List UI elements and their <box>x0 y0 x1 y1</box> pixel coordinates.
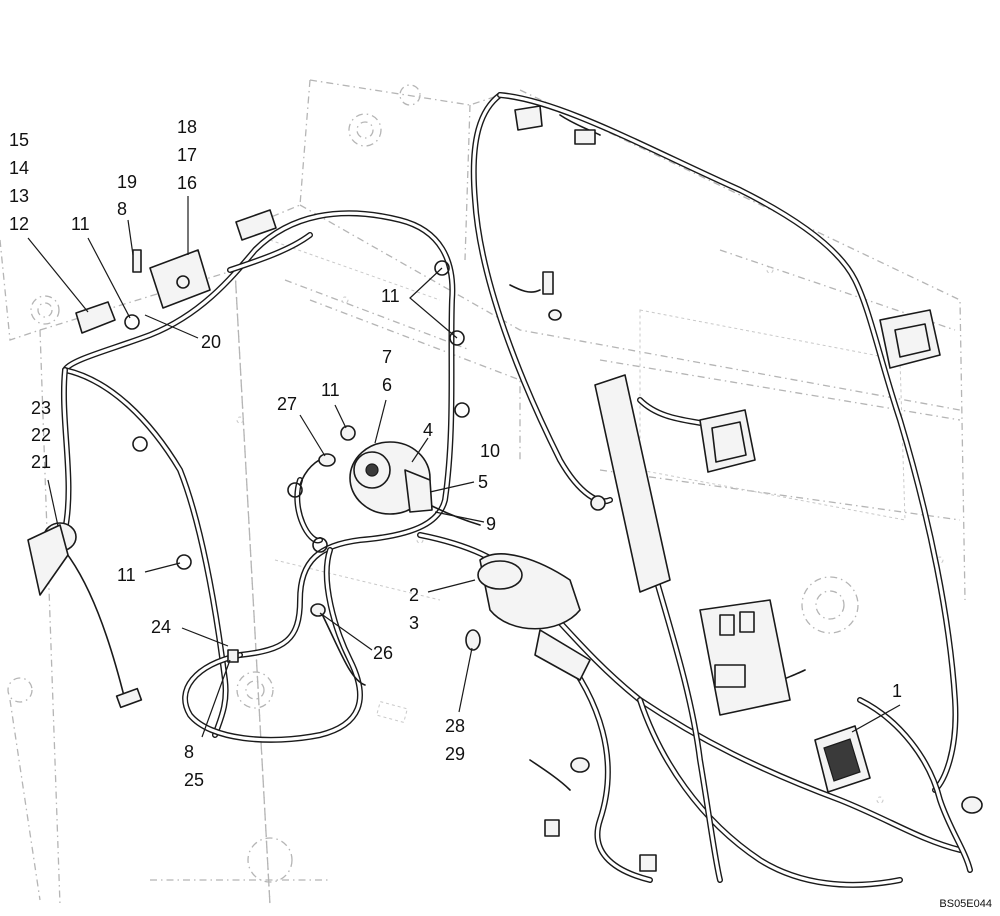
tie <box>124 314 140 330</box>
cab-connector <box>574 129 596 145</box>
callout-17: 17 <box>177 145 198 165</box>
callout-19: 19 <box>117 172 138 192</box>
cab-switch <box>542 271 554 295</box>
tie <box>176 554 192 570</box>
alternator-terminal <box>404 469 433 513</box>
bolt-19 <box>132 249 142 273</box>
ground-28 <box>465 629 481 651</box>
callout-7: 7 <box>382 347 393 367</box>
callout-22: 22 <box>31 425 52 445</box>
fuse-block <box>714 664 746 688</box>
callout-13: 13 <box>9 186 30 206</box>
mounting-bracket <box>27 524 69 596</box>
relay-a <box>719 614 735 636</box>
figure-id: BS05E044 <box>939 898 992 910</box>
rear-light <box>235 209 277 241</box>
callout-26: 26 <box>373 643 394 663</box>
harness-plug-b <box>639 854 657 872</box>
dome-light <box>514 105 543 131</box>
callout-23: 23 <box>31 398 52 418</box>
horn <box>590 495 606 511</box>
callout-11-left-light: 11 <box>71 214 90 234</box>
callout-4: 4 <box>423 420 434 440</box>
relay-b <box>739 611 755 633</box>
tie <box>434 260 450 276</box>
end-connector <box>115 687 143 709</box>
callout-18: 18 <box>177 117 198 137</box>
callout-12: 12 <box>9 214 30 234</box>
sensor-27 <box>318 453 336 467</box>
callout-11-harness-ties: 11 <box>381 286 400 306</box>
callout-8-lower: 8 <box>184 742 195 762</box>
callout-6: 6 <box>382 375 393 395</box>
callout-16: 16 <box>177 173 198 193</box>
tie <box>287 482 303 498</box>
left-harness <box>60 210 963 888</box>
starter-solenoid <box>477 560 523 590</box>
leader-lines <box>27 196 901 738</box>
connector-24 <box>227 649 239 663</box>
work-light-lens <box>894 323 931 358</box>
tie <box>454 402 470 418</box>
clip-11 <box>340 425 356 441</box>
light-lens <box>176 275 190 289</box>
loader-arm-support <box>594 374 671 593</box>
callout-8-upper: 8 <box>117 199 128 219</box>
sensor-26 <box>310 603 326 617</box>
cab-harness <box>470 92 973 883</box>
machine-frame-outline <box>0 79 966 906</box>
callout-24: 24 <box>151 617 172 637</box>
tie <box>449 330 465 346</box>
callout-15: 15 <box>9 130 30 150</box>
callout-28: 28 <box>445 716 466 736</box>
callout-21: 21 <box>31 452 52 472</box>
callout-11-alternator: 11 <box>321 380 340 400</box>
callout-3: 3 <box>409 613 420 633</box>
callout-20: 20 <box>201 332 222 352</box>
callout-2: 2 <box>409 585 420 605</box>
starter-nose <box>534 629 591 681</box>
callout-25: 25 <box>184 770 205 790</box>
harness-plug <box>544 819 560 837</box>
callout-27: 27 <box>277 394 298 414</box>
components <box>27 105 983 872</box>
switch-nut <box>548 309 562 321</box>
pressure-switch <box>570 757 590 773</box>
callout-11-lower: 11 <box>117 565 136 585</box>
callout-9: 9 <box>486 514 497 534</box>
callout-29: 29 <box>445 744 466 764</box>
front-light-lens <box>711 421 747 463</box>
callout-5: 5 <box>478 472 489 492</box>
callout-14: 14 <box>9 158 30 178</box>
callout-10: 10 <box>480 441 501 461</box>
alternator-hub <box>365 463 379 477</box>
callout-1: 1 <box>892 681 903 701</box>
rear-grommet <box>961 796 983 814</box>
tie <box>312 537 328 553</box>
module-face <box>823 738 861 782</box>
tie <box>132 436 148 452</box>
left-tail-light <box>75 301 116 334</box>
